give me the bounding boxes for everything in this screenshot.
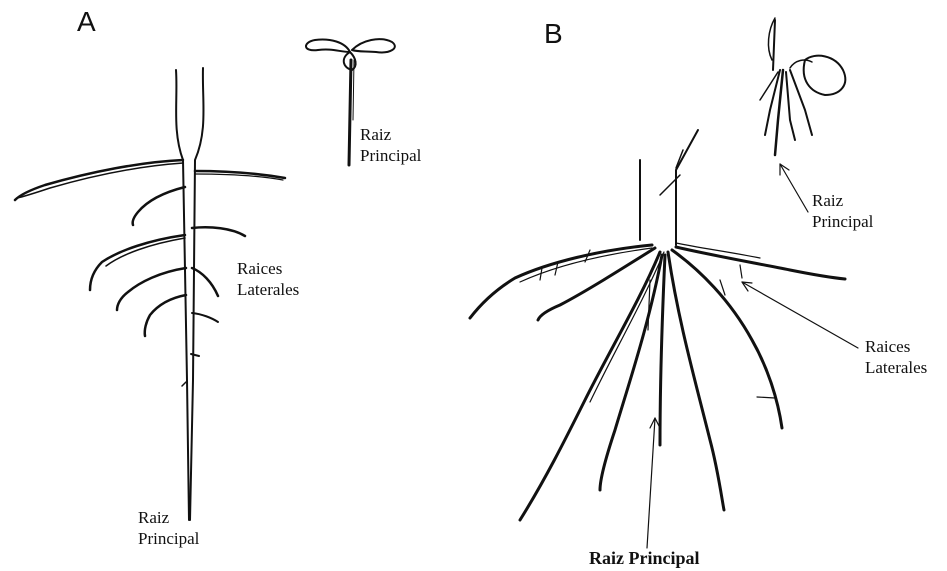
seedling-b-label-line2: Principal — [812, 211, 873, 232]
seedling-a-label-line2: Principal — [360, 145, 421, 166]
taproot-a-label: Raiz Principal — [138, 507, 199, 549]
main-root-b-label: Raiz Principal — [589, 548, 700, 569]
lateral-roots-b-label-line2: Laterales — [865, 357, 927, 378]
lateral-roots-b-label-line1: Raices — [865, 336, 927, 357]
lateral-roots-a-label-line2: Laterales — [237, 279, 299, 300]
lateral-roots-a-label: Raices Laterales — [237, 258, 299, 300]
lateral-roots-a-label-line1: Raices — [237, 258, 299, 279]
lateral-roots-b-label: Raices Laterales — [865, 336, 927, 378]
seedling-b-label-line1: Raiz — [812, 190, 873, 211]
seedling-b-drawing — [760, 18, 845, 155]
panel-a-letter: A — [77, 8, 96, 36]
panel-b-letter: B — [544, 20, 563, 48]
fibrous-root-system-drawing — [470, 130, 845, 520]
seedling-a-label-line1: Raiz — [360, 124, 421, 145]
seedling-a-label: Raiz Principal — [360, 124, 421, 166]
seedling-b-label: Raiz Principal — [812, 190, 873, 232]
taproot-a-label-line1: Raiz — [138, 507, 199, 528]
taproot-a-label-line2: Principal — [138, 528, 199, 549]
